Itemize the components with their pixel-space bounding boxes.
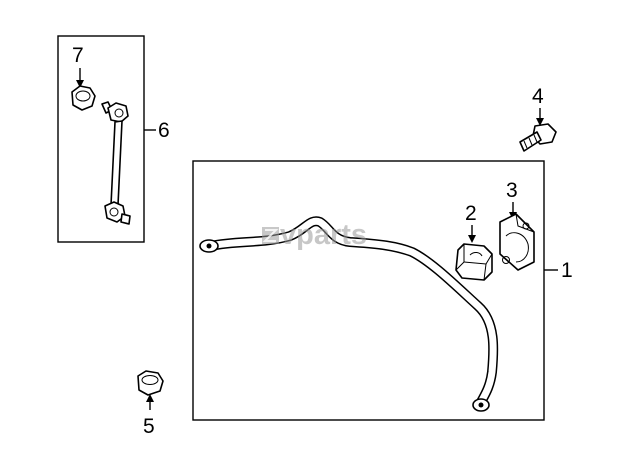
link-kit-frame [57, 35, 145, 243]
callout-6: 6 [158, 119, 170, 142]
watermark: vparts [262, 219, 367, 251]
stabilizer-bar [199, 216, 499, 412]
bar-bushing [455, 243, 493, 281]
arrowhead-4 [536, 118, 544, 126]
bushing-bracket [499, 213, 535, 271]
callout-2: 2 [465, 202, 477, 225]
stabilizer-link [101, 101, 131, 225]
bracket-bolt [519, 123, 557, 152]
callout-3: 3 [506, 179, 518, 202]
stabilizer-bar-frame [192, 160, 545, 421]
callout-4: 4 [532, 85, 544, 108]
callout-7: 7 [72, 44, 84, 67]
arrowhead-2 [468, 235, 476, 243]
callout-1: 1 [561, 259, 573, 282]
watermark-text: vparts [280, 219, 367, 251]
callout-5: 5 [143, 415, 155, 438]
bar-nut [137, 370, 164, 396]
arrowhead-5 [146, 394, 154, 402]
link-nut [71, 85, 96, 111]
arrowhead-7 [76, 80, 84, 88]
